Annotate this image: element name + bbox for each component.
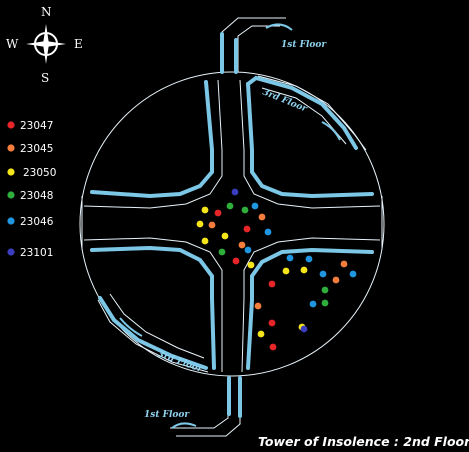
spawn-point-23045: [258, 213, 266, 221]
legend-label-23048: 23048: [20, 190, 53, 202]
spawn-point-23048: [321, 299, 329, 307]
spawn-point-23045: [340, 260, 348, 268]
legend-swatch-23050: [7, 168, 15, 176]
spawn-point-23045: [238, 241, 246, 249]
spawn-point-23048: [241, 206, 249, 214]
legend-label-23046: 23046: [20, 216, 54, 228]
spawn-point-23045: [332, 276, 340, 284]
compass: N S E W: [6, 5, 83, 85]
inner-wall-outlines: [81, 79, 383, 373]
legend-swatch-23046: [7, 217, 15, 225]
spawn-point-23046: [309, 300, 317, 308]
spawn-point-23047: [214, 209, 222, 217]
spawn-point-23047: [268, 319, 276, 327]
spawn-point-23050: [201, 206, 209, 214]
spawn-point-23048: [218, 248, 226, 256]
arrow-icon: [265, 23, 293, 31]
spawn-point-23045: [208, 221, 216, 229]
south-entrance-corridor: [170, 376, 242, 437]
spawn-point-23050: [300, 266, 308, 274]
spawn-point-23046: [305, 255, 313, 263]
spawn-point-23047: [243, 225, 251, 233]
spawn-point-23048: [226, 202, 234, 210]
spawn-point-23046: [349, 270, 357, 278]
arrow-icon: [321, 121, 341, 141]
spawn-point-23101: [231, 188, 239, 196]
southwest-corridor: [97, 293, 209, 373]
arrow-icons: [119, 23, 341, 429]
compass-needle-horizontal-icon: [26, 41, 66, 47]
spawn-point-23046: [244, 246, 252, 254]
legend-label-23047: 23047: [20, 120, 53, 132]
spawn-point-23047: [232, 257, 240, 265]
spawn-points: [196, 188, 357, 351]
legend-swatch-23045: [7, 144, 15, 152]
north-entrance-corridor: [220, 17, 286, 74]
spawn-point-23050: [257, 330, 265, 338]
spawn-point-23046: [286, 254, 294, 262]
spawn-point-23047: [269, 343, 277, 351]
compass-north: N: [41, 5, 52, 19]
spawn-point-23046: [319, 270, 327, 278]
map-title: Tower of Insolence : 2nd Floor: [258, 434, 469, 449]
spawn-point-23050: [221, 232, 229, 240]
arrow-icon: [171, 422, 197, 429]
inner-walls: [90, 80, 374, 370]
spawn-point-23101: [300, 325, 308, 333]
first-floor-label-top: 1st Floor: [281, 40, 327, 50]
legend: 23047 23045 23050 23048 23046 23101: [7, 120, 56, 259]
spawn-point-23046: [251, 202, 259, 210]
first-floor-label-bottom: 1st Floor: [144, 410, 190, 420]
compass-south: S: [41, 71, 49, 85]
spawn-point-23046: [264, 228, 272, 236]
spawn-point-23050: [201, 237, 209, 245]
legend-swatch-23047: [7, 121, 15, 129]
spawn-point-23050: [196, 220, 204, 228]
compass-east: E: [74, 37, 83, 51]
spawn-point-23050: [247, 261, 255, 269]
compass-west: W: [6, 37, 19, 51]
spawn-point-23047: [268, 280, 276, 288]
outer-wall: [79, 71, 385, 377]
legend-swatch-23048: [7, 191, 15, 199]
legend-swatch-23101: [7, 248, 15, 256]
legend-label-23050: 23050: [23, 167, 56, 179]
arrow-icon: [119, 317, 143, 337]
spawn-point-23050: [282, 267, 290, 275]
spawn-point-23045: [254, 302, 262, 310]
legend-label-23101: 23101: [20, 247, 53, 259]
third-floor-label-bottom: 3rd Floor: [156, 349, 205, 375]
legend-label-23045: 23045: [20, 143, 53, 155]
spawn-point-23048: [321, 286, 329, 294]
